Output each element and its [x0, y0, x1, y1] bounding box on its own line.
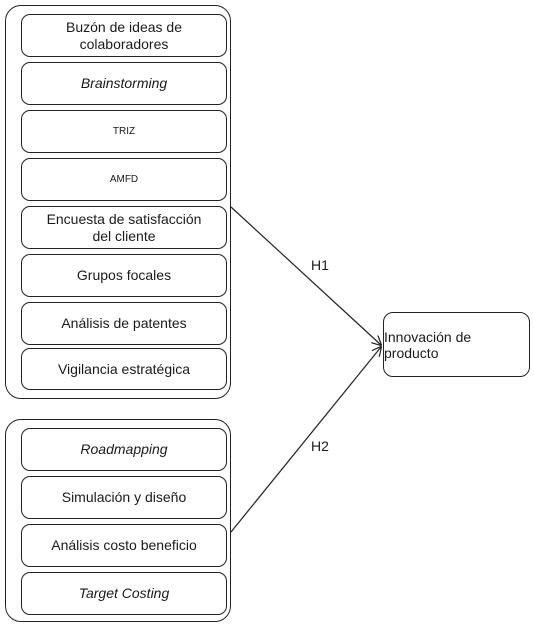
item-vigilancia-estrategica: Vigilancia estratégica — [21, 348, 227, 390]
item-triz: TRIZ — [21, 110, 227, 153]
label-h2: H2 — [311, 438, 329, 454]
arrow-h2 — [230, 347, 381, 533]
item-simulacion-diseno: Simulación y diseño — [21, 476, 227, 519]
group-innovation-tools: Buzón de ideas de colaboradores Brainsto… — [5, 5, 231, 399]
item-encuesta-satisfaccion: Encuesta de satisfacción del cliente — [21, 206, 227, 249]
target-innovacion-producto: Innovación de producto — [383, 312, 530, 377]
item-grupos-focales: Grupos focales — [21, 254, 227, 297]
item-buzon-ideas: Buzón de ideas de colaboradores — [21, 14, 227, 57]
item-brainstorming: Brainstorming — [21, 62, 227, 105]
item-amfd: AMFD — [21, 158, 227, 201]
arrow-h1 — [230, 206, 381, 345]
item-target-costing: Target Costing — [21, 572, 227, 615]
item-roadmapping: Roadmapping — [21, 428, 227, 471]
label-h1: H1 — [311, 257, 329, 273]
group-planning-tools: Roadmapping Simulación y diseño Análisis… — [5, 419, 231, 622]
item-analisis-costo-beneficio: Análisis costo beneficio — [21, 524, 227, 567]
item-analisis-patentes: Análisis de patentes — [21, 302, 227, 345]
